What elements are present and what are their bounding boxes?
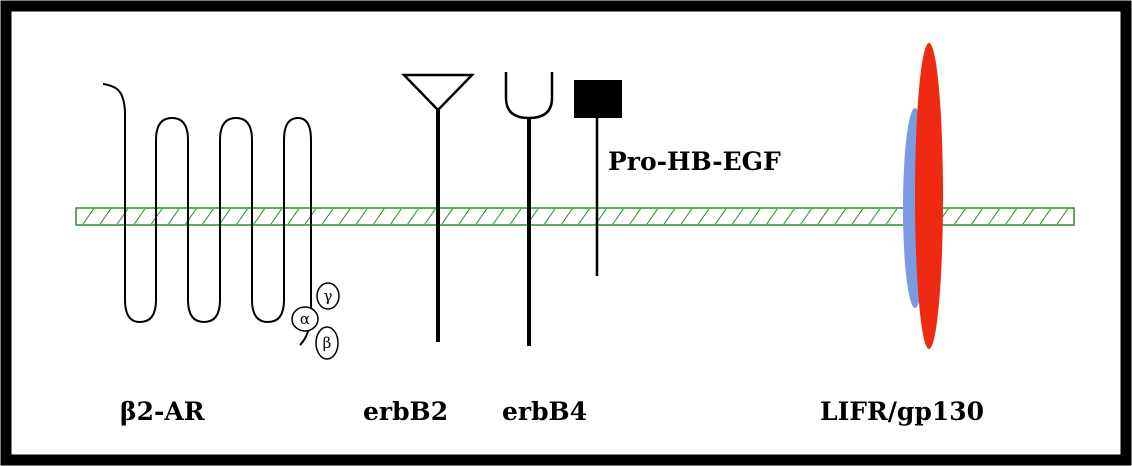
g-alpha-subunit <box>291 306 319 332</box>
erbb2-label: erbB2 <box>363 397 448 426</box>
membrane-hatching <box>77 209 1073 224</box>
lifr-gp130-complex <box>903 43 943 349</box>
g-beta-subunit <box>315 326 339 360</box>
erbb4-receptor <box>504 72 554 346</box>
erbb2-triangle-head <box>401 73 475 112</box>
beta2-ar-receptor <box>102 83 312 346</box>
g-gamma-label: γ <box>324 287 333 305</box>
g-alpha-label: α <box>300 310 310 328</box>
beta2-ar-label: β2-AR <box>120 397 205 426</box>
pro-hb-egf-head <box>574 80 622 118</box>
gp130-subunit <box>915 43 943 349</box>
erbb4-label: erbB4 <box>502 397 587 426</box>
erbb2-receptor <box>401 73 475 342</box>
pro-hb-egf <box>574 80 622 276</box>
lifr-gp130-label: LIFR/gp130 <box>820 397 984 426</box>
pro-hb-egf-label: Pro-HB-EGF <box>608 147 781 176</box>
g-beta-label: β <box>323 334 332 352</box>
g-protein-complex: α γ β <box>291 282 340 360</box>
g-gamma-subunit <box>316 282 340 310</box>
